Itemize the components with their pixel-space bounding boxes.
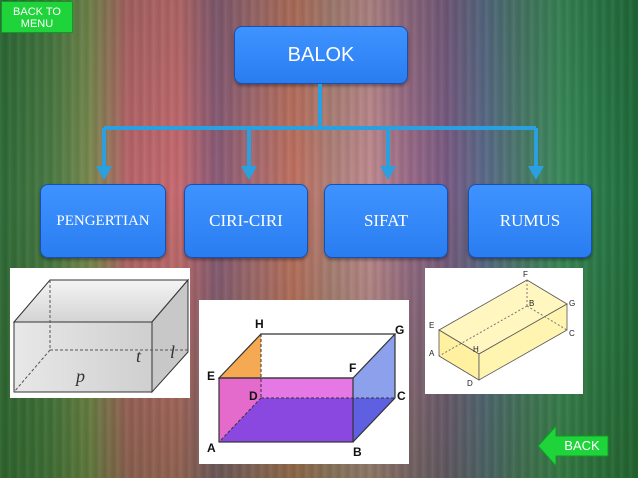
- title-label: BALOK: [287, 43, 355, 66]
- topic-pengertian-button[interactable]: PENGERTIAN: [40, 184, 166, 258]
- vertex-d: D: [249, 389, 258, 403]
- vertex-a: A: [207, 441, 216, 455]
- figure-gray-cuboid: t l p: [10, 268, 190, 398]
- vertex-a3: A: [429, 349, 435, 358]
- vertex-c: C: [397, 389, 406, 403]
- topic-ciri-ciri-label: CIRI-CIRI: [209, 211, 283, 230]
- vertex-h: H: [255, 317, 264, 331]
- label-t: t: [136, 346, 142, 366]
- back-to-menu-button[interactable]: BACK TO MENU: [1, 1, 73, 33]
- figure-yellow-cuboid: F B G E C A H D: [425, 268, 583, 394]
- topic-rumus-button[interactable]: RUMUS: [468, 184, 592, 258]
- yellow-cuboid-drawing: F B G E C A H D: [429, 270, 575, 388]
- vertex-f3: F: [523, 270, 528, 279]
- vertex-e: E: [207, 369, 215, 383]
- topic-sifat-button[interactable]: SIFAT: [324, 184, 448, 258]
- figure-colored-cuboid: H G E F D C A B: [199, 300, 409, 464]
- title-box: BALOK: [234, 26, 408, 84]
- label-p: p: [74, 366, 85, 386]
- vertex-c3: C: [569, 329, 575, 338]
- colored-cuboid-drawing: H G E F D C A B: [207, 317, 406, 459]
- gray-cuboid-drawing: t l p: [12, 278, 190, 394]
- label-l: l: [170, 342, 175, 362]
- vertex-d3: D: [467, 379, 473, 388]
- vertex-g: G: [395, 323, 404, 337]
- topic-ciri-ciri-button[interactable]: CIRI-CIRI: [184, 184, 308, 258]
- vertex-g3: G: [569, 299, 575, 308]
- back-button[interactable]: BACK: [536, 424, 610, 468]
- back-label: BACK: [564, 438, 600, 453]
- back-to-menu-label-line2: MENU: [20, 18, 54, 30]
- topic-rumus-label: RUMUS: [499, 211, 561, 230]
- topic-pengertian-label: PENGERTIAN: [56, 212, 150, 229]
- vertex-e3: E: [429, 321, 434, 330]
- vertex-f: F: [349, 361, 356, 375]
- vertex-b: B: [353, 445, 362, 459]
- vertex-h3: H: [473, 345, 479, 354]
- back-arrow-icon: [537, 424, 609, 468]
- topic-sifat-label: SIFAT: [363, 211, 409, 230]
- vertex-b3: B: [529, 299, 534, 308]
- back-to-menu-label-line1: BACK TO: [13, 6, 61, 18]
